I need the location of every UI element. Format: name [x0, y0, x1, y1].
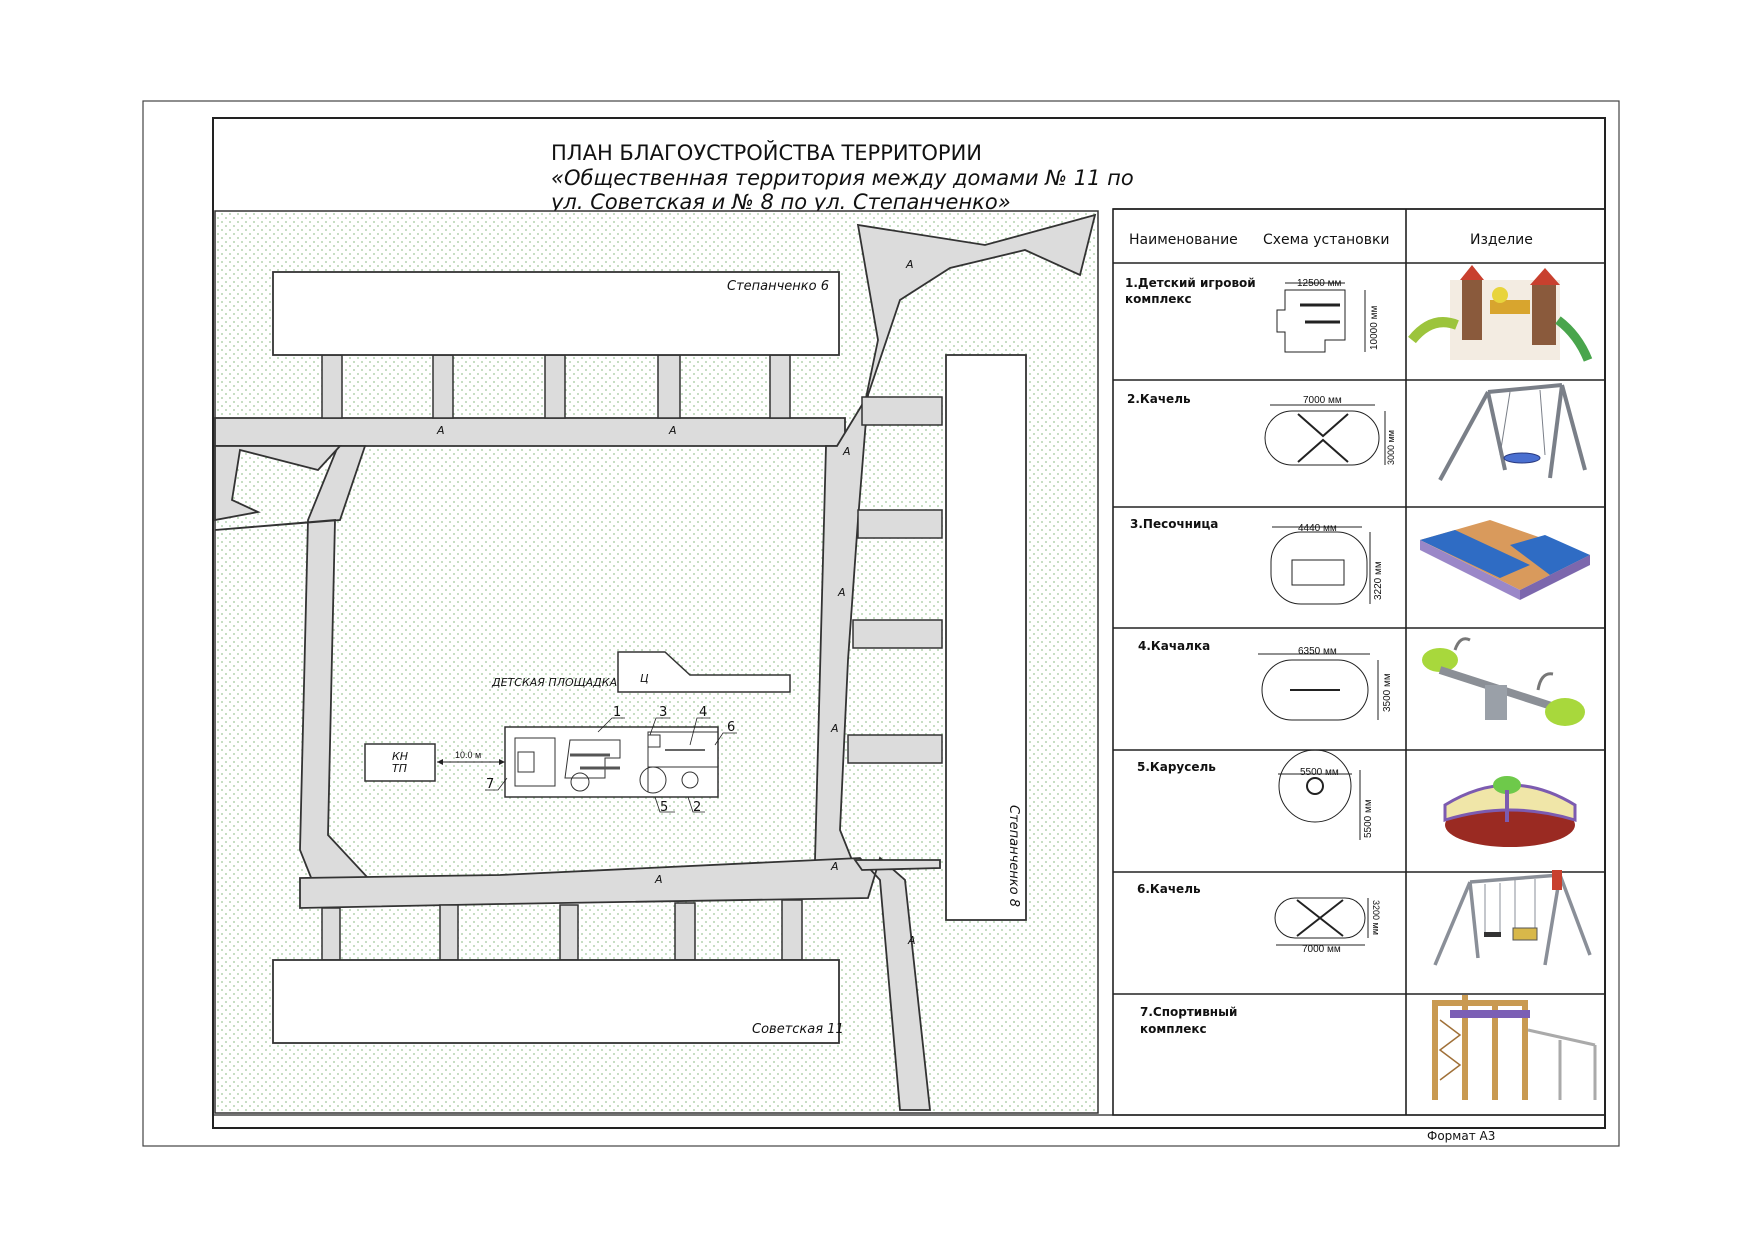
double-swing-icon [1433, 870, 1592, 966]
row1-name-line1: 1.Детский игровой [1125, 276, 1256, 290]
equipment-table [1112, 208, 1606, 1116]
seesaw-icon [1422, 637, 1585, 726]
svg-text:А: А [907, 934, 916, 947]
carousel-icon [1443, 776, 1577, 847]
callout-numbers: 1 3 4 6 7 5 2 [486, 705, 735, 815]
row1-dim-width: 12500 мм [1297, 278, 1341, 289]
row3-dim-height: 3220 мм [1373, 561, 1384, 600]
building-stepanchenko-6 [272, 271, 840, 356]
building-sovetskaya-11 [272, 959, 840, 1044]
outer-frame [142, 100, 1620, 1147]
svg-text:А: А [436, 424, 445, 437]
driveways-bottom [321, 899, 803, 961]
distance-label: 10.0 м [455, 750, 481, 760]
row5-dim-height: 5500 мм [1363, 799, 1374, 838]
callouts [485, 717, 737, 813]
driveways-top [321, 354, 791, 419]
svg-text:А: А [830, 860, 839, 873]
svg-text:А: А [842, 445, 851, 458]
sandbox-icon [1420, 520, 1590, 600]
row1-name-line2: комплекс [1125, 292, 1192, 306]
svg-text:1: 1 [613, 705, 621, 720]
playground-block [504, 726, 719, 798]
c-structure [617, 651, 791, 693]
row6-dim-height: 3200 мм [1371, 900, 1381, 935]
svg-text:А: А [830, 722, 839, 735]
svg-text:А: А [654, 873, 663, 886]
building-stepanchenko-8-label: Степанченко 8 [1006, 805, 1021, 907]
row2-scheme [1264, 404, 1386, 466]
svg-text:4: 4 [699, 705, 707, 720]
row4-scheme [1258, 653, 1379, 721]
c-marker-label: Ц [640, 672, 649, 685]
row6-name: 6.Качель [1137, 882, 1201, 896]
row3-dim-width: 4440 мм [1298, 523, 1337, 534]
header-name: Наименование [1129, 232, 1238, 248]
row4-dim-height: 3500 мм [1382, 673, 1393, 712]
row5-name: 5.Карусель [1137, 760, 1216, 774]
row4-dim-width: 6350 мм [1298, 646, 1337, 657]
building-stepanchenko-8 [945, 354, 1027, 921]
row5-dim-width: 5500 мм [1300, 767, 1339, 778]
plan-subtitle-line1: «Общественная территория между домами № … [551, 166, 1134, 190]
svg-text:7: 7 [486, 777, 494, 792]
row1-scheme [1276, 282, 1366, 353]
row3-scheme [1270, 526, 1371, 605]
row6-scheme [1274, 897, 1369, 946]
roads [214, 213, 1097, 1111]
playground-complex-icon [1408, 265, 1593, 362]
building-sovetskaya-11-label: Советская 11 [752, 1022, 844, 1037]
tp-label: ТП [392, 762, 407, 775]
row7-name-line1: 7.Спортивный [1140, 1005, 1237, 1019]
plan-subtitle-line2: ул. Советская и № 8 по ул. Степанченко» [550, 190, 1011, 214]
svg-text:А: А [668, 424, 677, 437]
header-product: Изделие [1470, 232, 1533, 248]
header-scheme: Схема установки [1263, 232, 1390, 248]
row4-name: 4.Качалка [1138, 639, 1210, 653]
svg-text:2: 2 [693, 800, 701, 815]
row1-dim-height: 10000 мм [1369, 306, 1380, 350]
row7-name-line2: комплекс [1140, 1022, 1207, 1036]
driveways-right [847, 396, 943, 764]
site-map: Степанченко 6 Степанченко 8 Советская 11… [214, 210, 1099, 1114]
row3-name: 3.Песочница [1130, 517, 1218, 531]
svg-text:А: А [905, 258, 914, 271]
nest-swing-icon [1438, 383, 1587, 481]
svg-text:5: 5 [660, 800, 668, 815]
format-label: Формат А3 [1427, 1129, 1495, 1143]
svg-text:3: 3 [659, 705, 667, 720]
svg-text:А: А [837, 586, 846, 599]
row2-dim-width: 7000 мм [1303, 395, 1342, 406]
sport-complex-icon [1432, 995, 1597, 1100]
row2-name: 2.Качель [1127, 392, 1191, 406]
row5-scheme [1278, 749, 1361, 840]
svg-text:6: 6 [727, 720, 735, 735]
kn-label: КН [392, 750, 408, 763]
road-markers: А А А А А А А А А [436, 258, 916, 947]
row2-dim-height: 3000 мм [1386, 430, 1396, 465]
playground-label: ДЕТСКАЯ ПЛОЩАДКА [491, 676, 617, 689]
building-stepanchenko-6-label: Степанченко 6 [727, 279, 829, 294]
row6-dim-width: 7000 мм [1302, 944, 1341, 955]
kn-tp-box [364, 743, 436, 782]
plan-title: ПЛАН БЛАГОУСТРОЙСТВА ТЕРРИТОРИИ [551, 140, 982, 165]
